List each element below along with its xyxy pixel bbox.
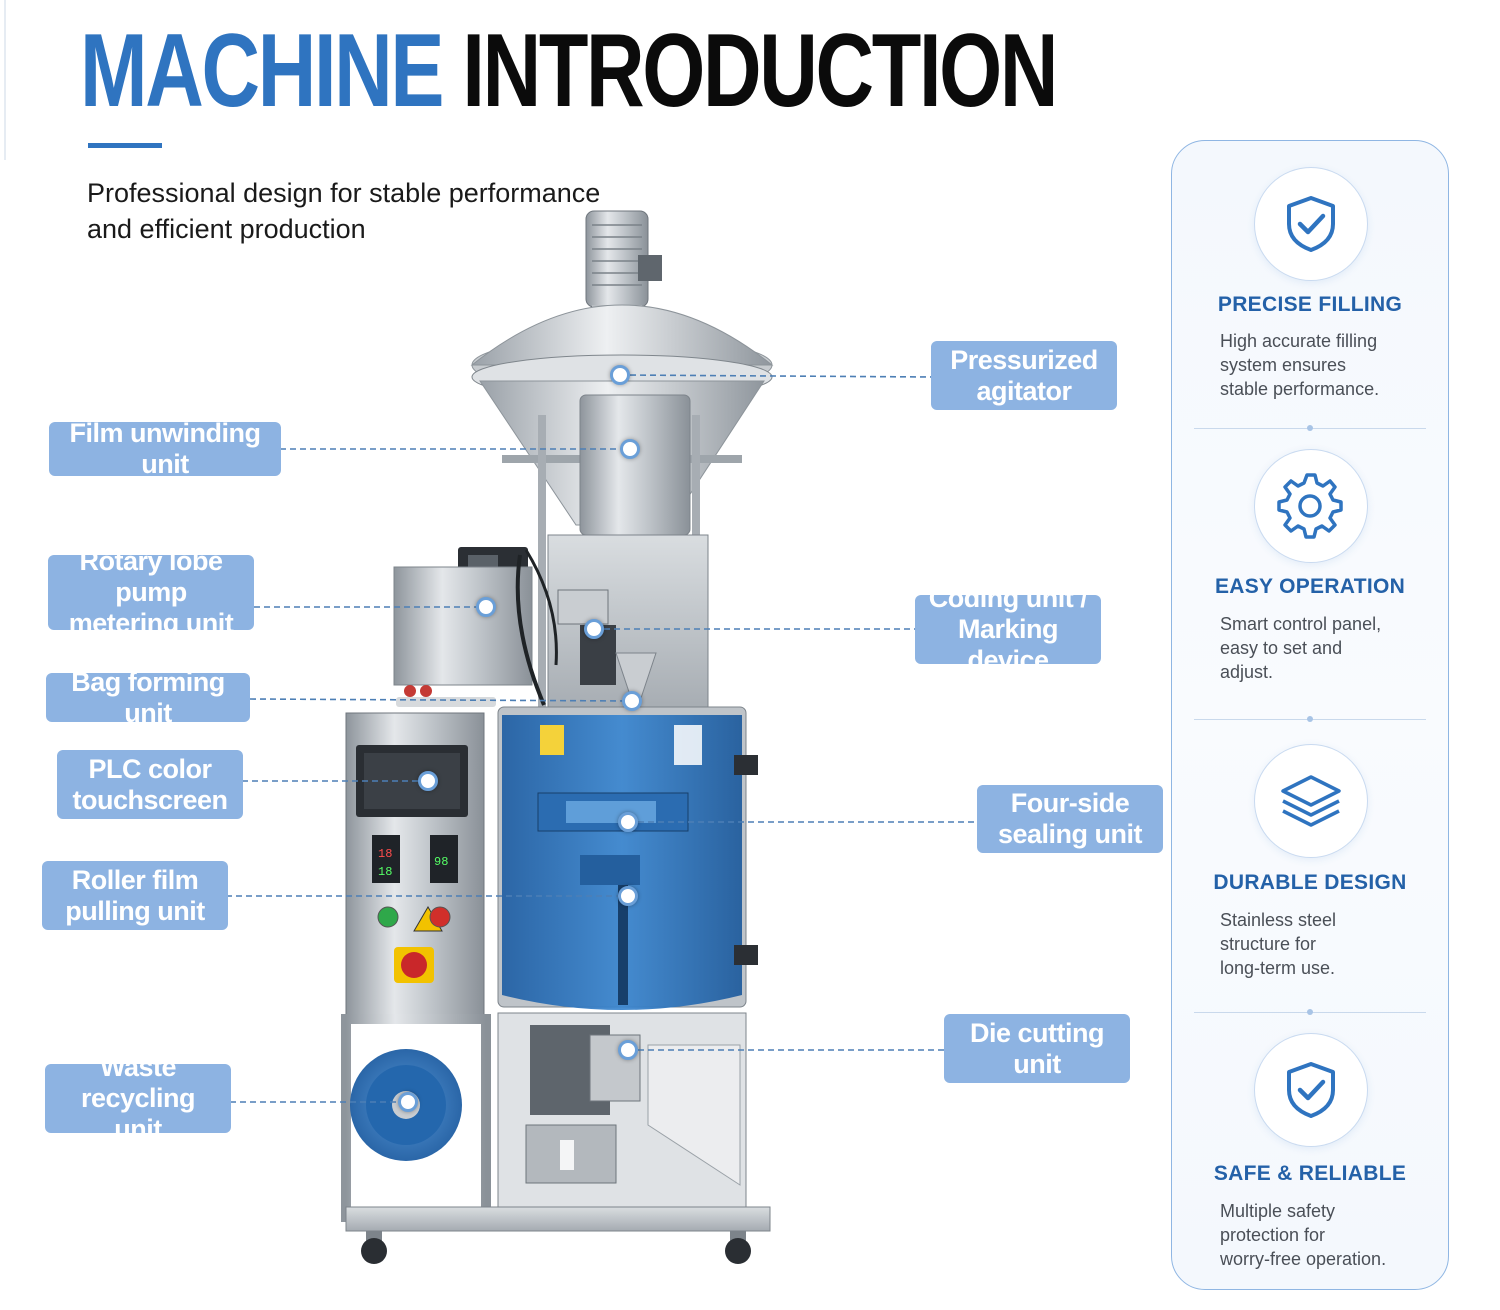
callout-dot-film-unwinding bbox=[620, 439, 640, 459]
label-line: metering unit bbox=[68, 608, 234, 638]
desc-line: Stainless steel bbox=[1220, 910, 1337, 930]
callout-dot-roller-film-pulling bbox=[618, 886, 638, 906]
feature-description: High accurate filling system ensures stabl… bbox=[1220, 329, 1430, 401]
callout-dot-coding-unit bbox=[584, 619, 604, 639]
desc-line: protection for bbox=[1220, 1225, 1326, 1245]
desc-line: system ensures bbox=[1220, 355, 1347, 375]
feature-title: EASY OPERATION bbox=[1214, 575, 1406, 598]
label-line: Waste recycling bbox=[80, 1052, 196, 1113]
desc-line: adjust. bbox=[1220, 662, 1274, 682]
feature-title: SAFE & RELIABLE bbox=[1213, 1162, 1407, 1185]
label-line: pulling unit bbox=[65, 895, 205, 926]
feature-description: Multiple safety protection for worry-free … bbox=[1220, 1199, 1430, 1271]
left-edge-rule bbox=[4, 0, 6, 160]
desc-line: Smart control panel, bbox=[1220, 614, 1382, 634]
callout-dot-bag-forming bbox=[622, 691, 642, 711]
label-die-cutting: Die cutting unit bbox=[944, 1014, 1130, 1083]
label-line: unit bbox=[114, 1114, 162, 1144]
subtitle-line-2: and efficient production bbox=[87, 214, 366, 244]
page-title: MACHINE INTRODUCTION bbox=[80, 13, 1059, 129]
label-line: Pressurized bbox=[950, 344, 1098, 375]
callout-dot-four-side-sealing bbox=[618, 812, 638, 832]
gear-icon bbox=[1254, 449, 1368, 563]
svg-text:98: 98 bbox=[434, 855, 448, 869]
label-line: touchscreen bbox=[72, 784, 228, 815]
title-introduction: INTRODUCTION bbox=[462, 13, 1058, 129]
feature-divider bbox=[1194, 425, 1426, 431]
features-panel: PRECISE FILLING High accurate filling sys… bbox=[1171, 140, 1449, 1290]
callout-dot-die-cutting bbox=[618, 1040, 638, 1060]
feature-title: PRECISE FILLING bbox=[1217, 293, 1403, 316]
desc-line: easy to set and bbox=[1220, 638, 1343, 658]
desc-line: Multiple safety bbox=[1220, 1201, 1336, 1221]
feature-title: DURABLE DESIGN bbox=[1213, 871, 1407, 894]
desc-line: stable performance. bbox=[1220, 379, 1380, 399]
feature-description: Stainless steel structure for long-term us… bbox=[1220, 908, 1430, 980]
label-line: Four-side bbox=[1010, 788, 1130, 818]
title-underline bbox=[88, 143, 162, 148]
callout-dot-plc-touchscreen bbox=[418, 771, 438, 791]
svg-text:18: 18 bbox=[378, 847, 392, 861]
shield-check-icon bbox=[1254, 1033, 1368, 1147]
callout-dot-rotary-lobe-pump bbox=[476, 597, 496, 617]
page-subtitle: Professional design for stable performan… bbox=[87, 175, 707, 247]
label-line: Marking device bbox=[957, 614, 1059, 675]
feature-description: Smart control panel, easy to set and adjus… bbox=[1220, 612, 1430, 684]
svg-text:18: 18 bbox=[378, 865, 392, 879]
layers-icon bbox=[1254, 744, 1368, 858]
label-line: PLC color bbox=[88, 753, 212, 784]
callout-dot-waste-recycling bbox=[398, 1092, 418, 1112]
callout-dot-pressurized-agitator bbox=[610, 365, 630, 385]
feature-divider bbox=[1194, 1009, 1426, 1015]
feature-divider bbox=[1194, 716, 1426, 722]
label-film-unwinding: Film unwinding unit bbox=[49, 418, 281, 479]
desc-line: long-term use. bbox=[1220, 958, 1336, 978]
label-coding-unit: Coding unit /Marking device bbox=[915, 583, 1101, 675]
label-bag-forming: Bag forming unit bbox=[46, 667, 250, 728]
label-line: Coding unit / bbox=[928, 583, 1088, 613]
label-line: sealing unit bbox=[997, 819, 1143, 849]
shield-check-icon bbox=[1254, 167, 1368, 281]
label-line: Rotary lobe pump bbox=[79, 546, 223, 607]
title-machine: MACHINE bbox=[80, 13, 445, 129]
desc-line: structure for bbox=[1220, 934, 1317, 954]
subtitle-line-1: Professional design for stable performan… bbox=[87, 178, 601, 208]
packaging-machine-illustration: 18 18 98 bbox=[341, 210, 774, 1264]
desc-line: High accurate filling bbox=[1220, 331, 1378, 351]
label-line: Roller film bbox=[71, 864, 199, 895]
label-line: agitator bbox=[976, 375, 1072, 406]
desc-line: worry-free operation. bbox=[1220, 1249, 1387, 1269]
